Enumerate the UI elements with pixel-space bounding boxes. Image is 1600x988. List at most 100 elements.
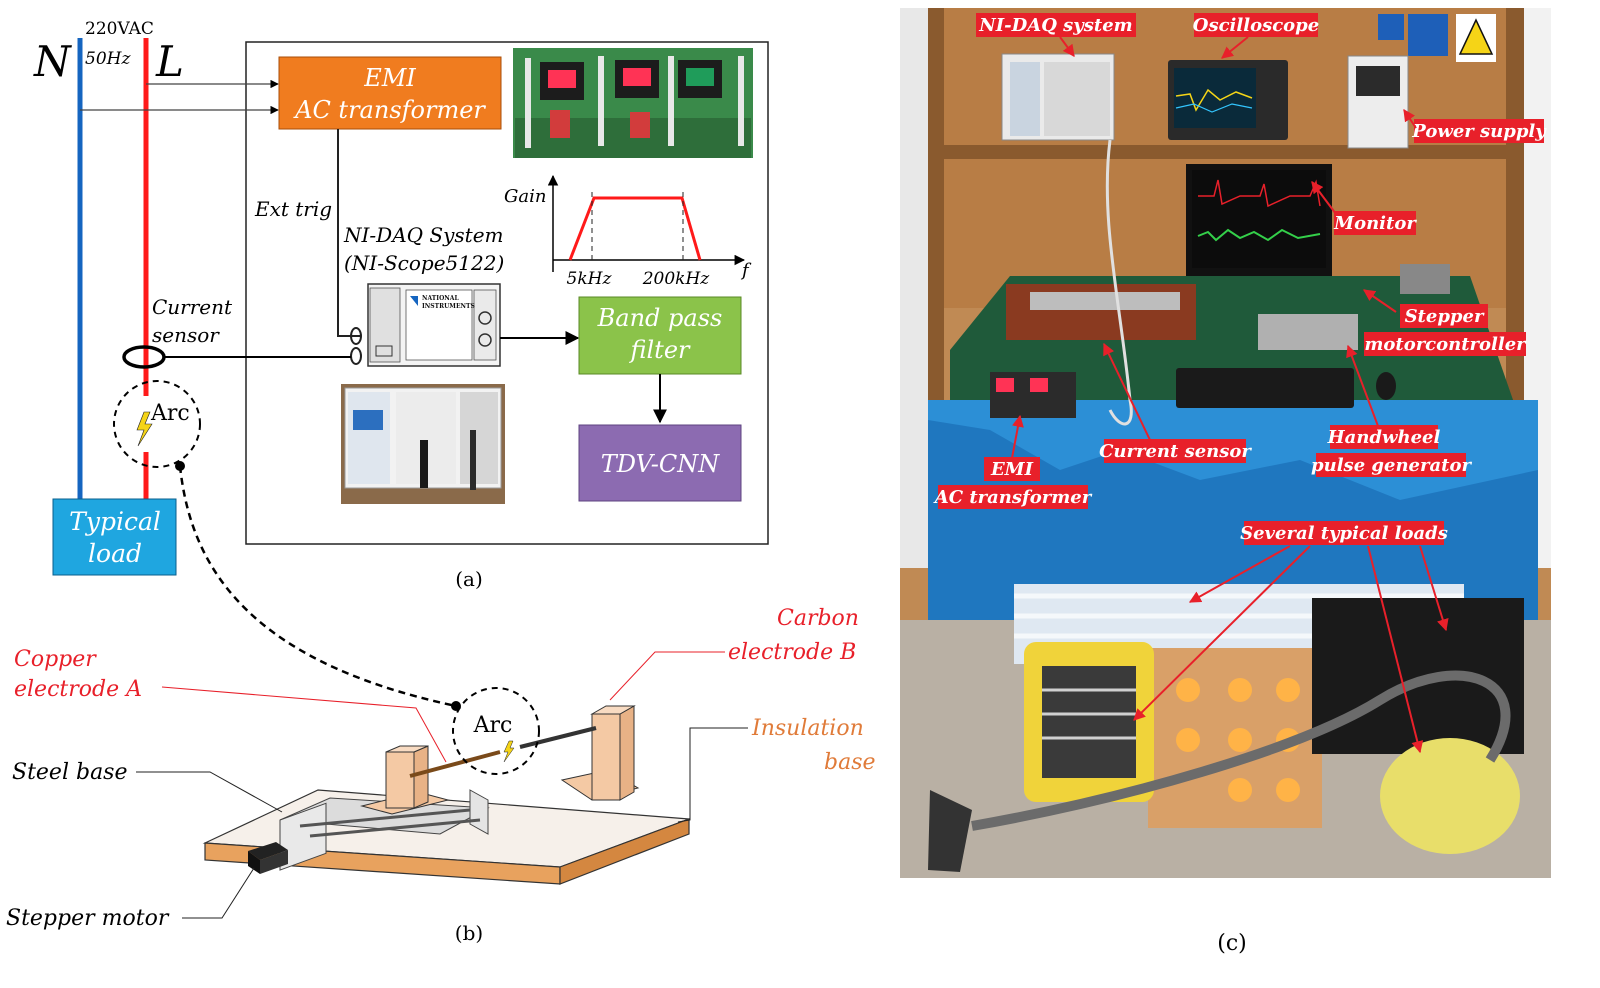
emi-transformer-photo — [513, 48, 753, 158]
svg-text:EMI: EMI — [990, 459, 1034, 480]
carbon-label-2: electrode B — [728, 640, 856, 665]
stepper-motor-front — [248, 851, 260, 874]
photo-label-power-supply: Power supply — [1403, 109, 1547, 143]
neutral-label: N — [33, 37, 72, 86]
panel-c-photo: NI-DAQ system Oscilloscope Power supply … — [900, 8, 1551, 878]
steel-rail-2 — [309, 818, 481, 838]
svg-text:Several typical loads: Several typical loads — [1240, 523, 1448, 544]
steel-rail-1 — [299, 808, 471, 828]
tdv-cnn-label: TDV-CNN — [601, 450, 720, 478]
insulation-label-1: Insulation — [751, 716, 864, 741]
svg-text:Oscilloscope: Oscilloscope — [1193, 15, 1319, 36]
carbon-label-1: Carbon — [777, 606, 859, 631]
insulation-base-side — [559, 818, 690, 885]
steel-end-plate-right — [469, 789, 489, 835]
safety-sign-1 — [1378, 14, 1404, 40]
insulation-leader — [677, 727, 748, 823]
stepper-motor-label: Stepper motor — [6, 906, 170, 931]
arc-lightning-icon — [503, 740, 515, 763]
photo-vacuum-head — [928, 790, 972, 872]
photo-handwheel — [1258, 314, 1358, 350]
caption-b: (b) — [455, 921, 483, 945]
copper-mount-block — [385, 751, 415, 809]
arc-fault-circle — [113, 380, 201, 468]
emi-subtitle: AC transformer — [293, 96, 486, 124]
svg-text:Handwheel: Handwheel — [1327, 427, 1441, 448]
photo-label-oscilloscope: Oscilloscope — [1193, 13, 1319, 59]
daq-title: NI-DAQ System — [343, 223, 504, 247]
copper-mount-top — [385, 745, 429, 753]
carbon-mount-side — [619, 705, 635, 801]
steel-base-label: Steel base — [12, 760, 128, 785]
daq-model: (NI-Scope5122) — [344, 251, 504, 275]
arc-link-start-dot — [175, 461, 185, 471]
copper-label-2: electrode A — [14, 677, 142, 702]
carbon-leader — [609, 651, 725, 701]
arc-label-b: Arc — [473, 713, 513, 738]
ni-logo-text-2: INSTRUMENTS — [422, 303, 475, 310]
photo-stepper-controller — [1400, 264, 1450, 294]
svg-text:Stepper: Stepper — [1405, 306, 1485, 327]
emi-transformer-box — [278, 56, 502, 130]
plot-high-cutoff-label: 200kHz — [642, 269, 711, 289]
emi-title: EMI — [363, 64, 416, 92]
svg-text:motorcontroller: motorcontroller — [1364, 334, 1527, 355]
svg-text:Current sensor: Current sensor — [1099, 441, 1252, 462]
tdv-cnn-box — [578, 424, 742, 502]
typical-load-subtitle: load — [88, 539, 142, 568]
shelf-upper — [928, 145, 1524, 159]
insulation-label-2: base — [824, 750, 876, 775]
photo-label-emi: EMI AC transformer — [933, 414, 1093, 509]
arc-circle-b — [452, 687, 540, 775]
photo-keyboard — [1176, 368, 1354, 408]
arc-link-dashed — [178, 465, 457, 708]
bandpass-subtitle: filter — [628, 336, 691, 364]
safety-sign-2 — [1408, 14, 1448, 56]
copper-label-1: Copper — [14, 647, 97, 672]
current-sensor-label-1: Current — [152, 295, 233, 319]
shelf-right-post — [1506, 8, 1524, 408]
ext-trig-line — [337, 129, 360, 337]
ni-daq-photo — [341, 384, 505, 504]
live-label: L — [155, 37, 184, 86]
plot-low-cutoff-label: 5kHz — [567, 269, 613, 289]
svg-text:Power supply: Power supply — [1411, 121, 1547, 142]
ni-daq-device: NATIONAL INSTRUMENTS — [350, 283, 501, 367]
copper-electrode — [409, 750, 501, 778]
bandpass-filter-box — [578, 296, 742, 375]
carbon-mount-block — [591, 713, 621, 801]
carbon-mount-top — [590, 705, 636, 715]
plot-passband-curve — [568, 196, 702, 261]
copper-leader — [161, 686, 447, 763]
photo-vacuum-hose — [971, 670, 1511, 831]
typical-load-title: Typical — [69, 507, 161, 536]
warning-triangle-icon — [1458, 18, 1494, 55]
photo-mouse — [1376, 372, 1396, 400]
filter-response-plot: Gain f 5kHz 200kHz — [504, 174, 752, 289]
white-wall-left — [900, 8, 928, 568]
photo-label-ni-daq: NI-DAQ system — [976, 13, 1136, 57]
plot-y-label: Gain — [504, 186, 546, 207]
photo-label-handwheel: Handwheel pulse generator — [1311, 344, 1472, 477]
svg-text:AC transformer: AC transformer — [933, 487, 1093, 508]
bandpass-title: Band pass — [597, 304, 723, 332]
frequency-label: 50Hz — [85, 49, 131, 69]
stepper-motor-block — [248, 842, 288, 860]
caption-a: (a) — [455, 567, 483, 591]
system-box — [245, 41, 769, 545]
arc-label: Arc — [150, 401, 190, 426]
steel-base-leader — [136, 771, 283, 813]
stepper-motor-leader — [182, 867, 255, 919]
panel-a: N L 220VAC 50Hz EMI AC transformer — [33, 19, 769, 591]
plot-x-label: f — [740, 260, 752, 281]
shelf-left-post — [928, 8, 944, 408]
copper-mount-side — [413, 745, 429, 809]
typical-load-box — [52, 498, 177, 576]
photo-cable — [1105, 139, 1133, 426]
photo-label-current-sensor: Current sensor — [1099, 342, 1252, 463]
ni-logo-text-1: NATIONAL — [422, 295, 459, 302]
ext-trig-label: Ext trig — [254, 197, 332, 221]
svg-text:Monitor: Monitor — [1333, 213, 1417, 234]
svg-text:NI-DAQ system: NI-DAQ system — [978, 15, 1132, 36]
